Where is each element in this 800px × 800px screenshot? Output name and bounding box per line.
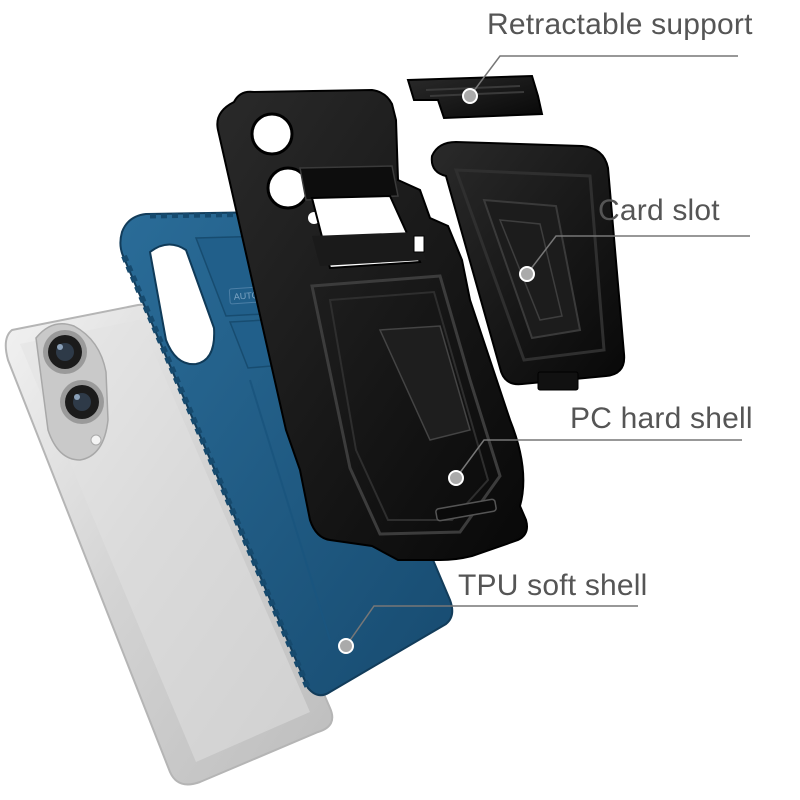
callout-card-slot: Card slot — [598, 194, 720, 227]
phone-device — [4, 303, 334, 786]
card-slot-part — [430, 140, 626, 391]
callout-line-support — [462, 55, 738, 104]
callout-line-card-slot — [519, 235, 750, 282]
callout-line-tpu-shell — [338, 605, 638, 654]
callout-line-pc-shell — [448, 439, 742, 486]
callout-pc-hard-shell: PC hard shell — [570, 402, 753, 435]
pc-hard-shell — [216, 88, 528, 561]
phone-camera-module — [35, 323, 109, 461]
callout-retractable-support: Retractable support — [487, 8, 753, 41]
callout-tpu-soft-shell: TPU soft shell — [458, 569, 648, 602]
